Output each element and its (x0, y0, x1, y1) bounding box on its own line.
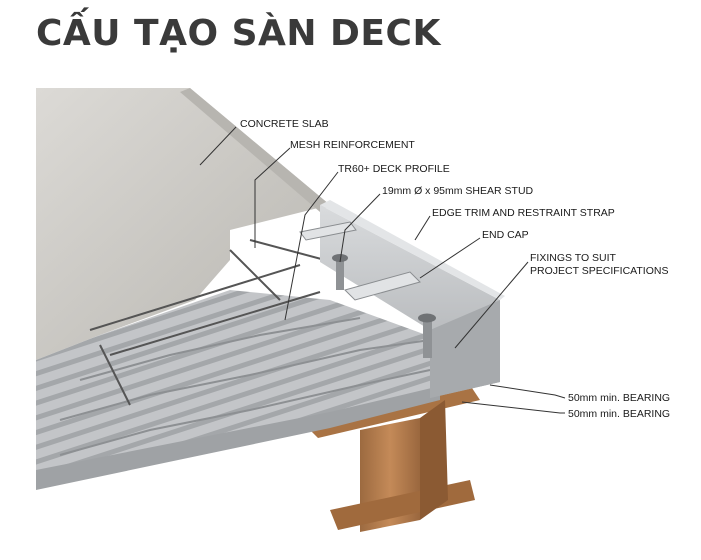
label-bearing-2: 50mm min. BEARING (568, 408, 670, 420)
label-deck-profile: TR60+ DECK PROFILE (338, 163, 450, 175)
label-shear-stud: 19mm Ø x 95mm SHEAR STUD (382, 185, 534, 197)
label-bearing-1: 50mm min. BEARING (568, 392, 670, 404)
label-fixings-line2: PROJECT SPECIFICATIONS (530, 265, 668, 277)
deck-floor-diagram: CONCRETE SLAB MESH REINFORCEMENT TR60+ D… (0, 80, 701, 560)
label-fixings-line1: FIXINGS TO SUIT (530, 252, 617, 264)
label-mesh-reinforcement: MESH REINFORCEMENT (290, 139, 415, 151)
label-end-cap: END CAP (482, 229, 529, 241)
label-edge-trim: EDGE TRIM AND RESTRAINT STRAP (432, 207, 615, 219)
page-title: CẤU TẠO SÀN DECK (36, 12, 441, 56)
label-concrete-slab: CONCRETE SLAB (240, 118, 329, 130)
